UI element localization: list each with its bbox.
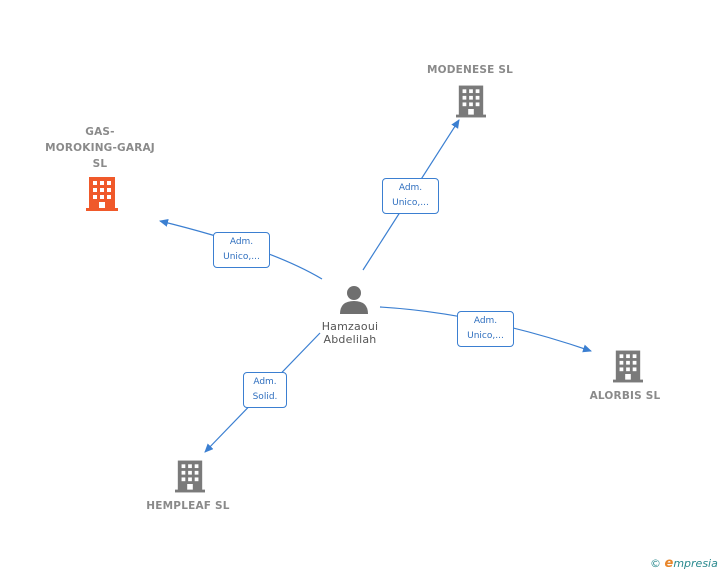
edge-label-hempleaf[interactable]: Adm. Solid. <box>243 372 287 408</box>
node-label-person[interactable]: Hamzaoui Abdelilah <box>321 320 379 346</box>
edge-label-line: Unico,... <box>467 331 504 341</box>
node-label-modenese[interactable]: MODENESE SL <box>426 64 514 76</box>
edge-label-line: Unico,... <box>392 198 429 208</box>
edge-label-line: Solid. <box>252 392 278 402</box>
building-icon <box>456 85 486 118</box>
edge-label-line: Adm. <box>473 316 498 326</box>
node-label-alorbis[interactable]: ALORBIS SL <box>589 390 661 402</box>
building-icon <box>86 177 118 211</box>
brand-logo-e: e <box>664 556 674 571</box>
edge-label-line: Adm. <box>253 377 277 387</box>
edge-label-gas[interactable]: Adm. Unico,... <box>213 232 270 268</box>
building-icon <box>175 460 205 493</box>
node-label-hempleaf[interactable]: HEMPLEAF SL <box>146 500 230 512</box>
copyright-symbol: © <box>650 557 661 570</box>
brand-footer[interactable]: © empresia <box>650 556 718 571</box>
person-icon <box>340 286 368 314</box>
edge-label-line: Adm. <box>229 237 254 247</box>
edge-label-modenese[interactable]: Adm. Unico,... <box>382 178 439 214</box>
building-icon <box>613 350 643 383</box>
edge-label-line: Adm. <box>398 183 423 193</box>
node-label-gas[interactable]: GAS- MOROKING-GARAJ SL <box>45 126 155 170</box>
edge-label-alorbis[interactable]: Adm. Unico,... <box>457 311 514 347</box>
edge-label-line: Unico,... <box>223 252 260 262</box>
brand-name: mpresia <box>673 557 718 570</box>
